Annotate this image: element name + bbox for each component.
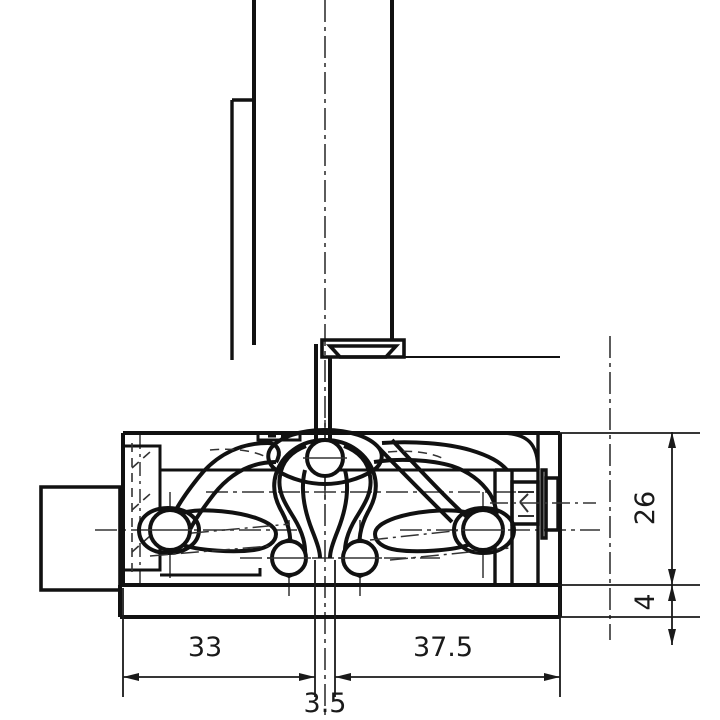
central-link-web-left	[301, 469, 322, 559]
right-linkage-group	[372, 438, 517, 556]
left-arm-hidden-edge	[209, 448, 265, 457]
right-internal-corner	[499, 431, 540, 471]
central-link-left-arm	[272, 438, 326, 559]
thread-arrow-a	[519, 493, 529, 503]
adjustment-screw-group	[510, 468, 560, 540]
right-upper-arm-top-edge	[381, 440, 509, 472]
dimension-label-33: 33	[188, 632, 222, 663]
dimension-label-26: 26	[630, 491, 661, 525]
lower-inner-rail	[160, 568, 262, 577]
right-diagonal-strut-a	[377, 446, 454, 524]
right-arm-hidden-edge	[387, 450, 443, 459]
dimension-label-37p5: 37.5	[413, 632, 473, 663]
central-link-web-right	[328, 469, 349, 559]
dimension-label-3p5: 3.5	[304, 688, 347, 719]
central-link-right-arm-inner	[342, 444, 373, 559]
top-cover-left	[256, 433, 302, 442]
central-link-left-arm-inner	[277, 444, 308, 559]
dimension-label-4: 4	[630, 593, 661, 610]
right-diagonal-strut-b	[390, 438, 470, 520]
hidden-edges-left	[131, 443, 151, 578]
pivot-crosshairs	[148, 457, 505, 559]
left-upper-arm-cap	[267, 441, 281, 464]
hidden-left-chamfer-a	[131, 451, 151, 469]
hidden-left-chamfer-b	[131, 493, 151, 511]
right-link-hidden	[387, 450, 443, 459]
hidden-left-chamfer-c	[131, 535, 151, 553]
dimension-lines-group	[123, 432, 676, 681]
left-pivot-boss	[136, 505, 202, 556]
left-link-axis	[159, 523, 291, 537]
left-upper-arm-bottom-edge	[186, 460, 277, 535]
left-link-axis-b	[149, 545, 271, 557]
left-link-hidden	[209, 448, 265, 457]
top-cover-detail	[256, 433, 302, 442]
screw-shank	[510, 480, 540, 526]
screw-flange	[540, 468, 548, 540]
central-link-right-arm	[324, 438, 378, 559]
upper-cam-outline	[266, 427, 384, 487]
left-link-centerlines	[149, 523, 291, 557]
door-edge-strip-group	[230, 98, 254, 360]
upper-cam-plate	[266, 427, 384, 487]
door-panel-group	[252, 0, 394, 345]
